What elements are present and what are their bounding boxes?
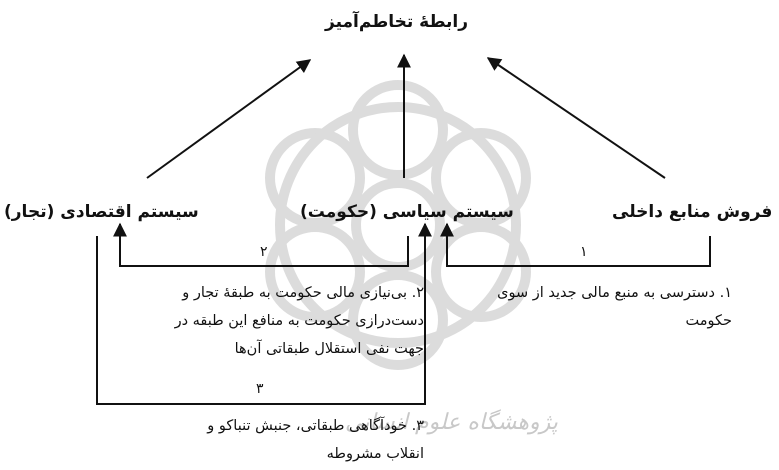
note-3-line-1: ۳. خودآگاهی طبقاتی، جنبش تنباکو و — [207, 418, 424, 434]
note-2: ۲. بی‌نیازی مالی حکومت به طبقهٔ تجار و د… — [100, 279, 424, 363]
link-3-line — [96, 222, 432, 405]
link-2-line — [113, 222, 409, 267]
arrow-economic-to-top — [146, 59, 312, 179]
note-2-line-1: ۲. بی‌نیازی مالی حکومت به طبقهٔ تجار و — [182, 285, 424, 301]
note-1: ۱. دسترسی به منبع مالی جدید از سوی حکومت — [432, 279, 732, 335]
note-2-line-3: جهت نفی استقلال طبقاتی آن‌ها — [234, 341, 424, 357]
note-3: ۳. خودآگاهی طبقاتی، جنبش تنباکو و انقلاب… — [80, 412, 424, 468]
resources-label: فروش منابع داخلی — [612, 202, 773, 222]
note-1-line-2: حکومت — [685, 313, 732, 329]
top-node-label: رابطهٔ تخاطم‌آمیز — [325, 12, 469, 32]
arrow-resources-to-top — [486, 57, 666, 179]
link-1-line — [440, 222, 711, 267]
economic-system-label: سیستم اقتصادی (تجار) — [4, 202, 199, 222]
link-2-number: ۲ — [260, 244, 268, 260]
note-1-line-1: ۱. دسترسی به منبع مالی جدید از سوی — [497, 285, 732, 301]
note-3-line-2: انقلاب مشروطه — [326, 446, 424, 462]
watermark-text: پژوهشگاه علوم انسانی — [345, 410, 558, 435]
political-system-label: سیستم سیاسی (حکومت) — [300, 202, 514, 222]
link-1-number: ۱ — [580, 244, 588, 260]
note-2-line-2: دست‌درازی حکومت به منافع این طبقه در — [174, 313, 424, 329]
link-3-number: ۳ — [256, 381, 264, 397]
